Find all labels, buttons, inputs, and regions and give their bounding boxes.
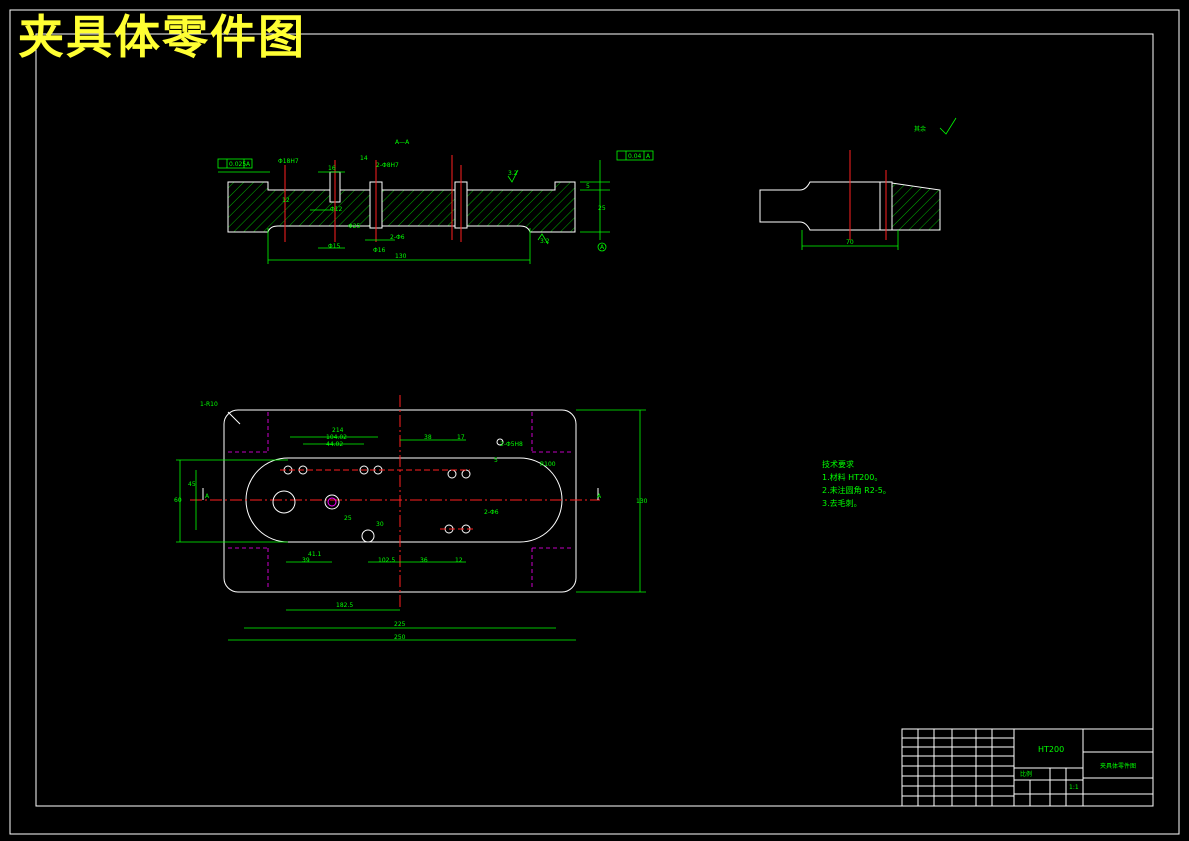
dim-104: 104.02 — [326, 434, 347, 441]
section-mark-left: A — [205, 493, 210, 500]
dim-roughness-side: 3.2 — [540, 238, 550, 245]
technical-notes: 技术要求 1.材料 HT200。 2.未注圆角 R2-5。 3.去毛刺。 — [822, 458, 891, 510]
title-block — [901, 728, 1154, 807]
section-label: A—A — [395, 139, 410, 146]
dim-17: 17 — [457, 434, 465, 441]
dim-width-14: 14 — [360, 155, 368, 162]
title-block-scale-label: 比例 — [1020, 770, 1032, 778]
dim-30: 30 — [376, 521, 384, 528]
dim-5: 5 — [586, 183, 590, 190]
note-item-1: 1.材料 HT200。 — [822, 473, 883, 482]
dim-dia-15: Φ15 — [328, 243, 341, 250]
dim-h26: 2-Φ6 — [484, 509, 499, 516]
tolerance-left-datum: A — [246, 161, 251, 168]
note-item-2: 2.未注圆角 R2-5。 — [822, 486, 891, 495]
section-mark-right: A — [597, 493, 602, 500]
datum-symbol: A — [600, 244, 605, 251]
dim-25: 25 — [344, 515, 352, 522]
title-block-part-name: 夹具体零件图 — [1100, 762, 1136, 770]
dim-r5: 5 — [494, 457, 498, 464]
note-item-3: 3.去毛刺。 — [822, 499, 862, 508]
inner-border — [35, 33, 1154, 807]
tolerance-right-datum: A — [646, 153, 651, 160]
dim-250: 250 — [394, 634, 406, 641]
dim-36: 36 — [420, 557, 428, 564]
dim-38: 38 — [424, 434, 432, 441]
dim-r100: R100 — [540, 461, 556, 468]
dim-39: 39 — [302, 557, 310, 564]
side-view — [759, 117, 957, 250]
dim-225: 225 — [394, 621, 406, 628]
corner-radius-label: 1-R10 — [200, 401, 218, 408]
dim-bore-12: Φ12 — [330, 206, 343, 213]
front-section-view — [217, 150, 654, 264]
notes-heading: 技术要求 — [822, 460, 854, 469]
dim-top-bore: Φ18H7 — [278, 158, 299, 165]
dim-60: 60 — [174, 497, 182, 504]
dim-130: 130 — [636, 498, 648, 505]
dim-dia-25: Φ25 — [348, 223, 361, 230]
dim-45: 45 — [188, 481, 196, 488]
dim-holes-4: 2-Φ5H8 — [500, 441, 523, 448]
dim-roughness-32: 3.2 — [508, 170, 518, 177]
dim-1825: 182.5 — [336, 602, 353, 609]
dim-holes-6: 2-Φ6 — [390, 234, 405, 241]
dim-holes-8: 2-Φ8H7 — [376, 162, 399, 169]
dim-214: 214 — [332, 427, 344, 434]
drawing-title: 夹具体零件图 — [18, 10, 306, 64]
dim-length-130: 130 — [395, 253, 407, 260]
title-block-sheet: 1:1 — [1069, 784, 1079, 791]
dim-12: 12 — [282, 197, 290, 204]
outer-border — [9, 9, 1180, 835]
dim-side-70: 70 — [846, 239, 854, 246]
dim-411: 41.1 — [308, 551, 322, 558]
dim-hole-depth: 16 — [328, 165, 336, 172]
roughness-note: 其余 — [914, 125, 926, 133]
tolerance-left-value: 0.025 — [229, 161, 246, 168]
top-view — [176, 395, 646, 641]
tolerance-right-value: 0.04 — [628, 153, 642, 160]
dim-1025: 102.5 — [378, 557, 395, 564]
dim-dia-16: Φ16 — [373, 247, 386, 254]
dim-12: 12 — [455, 557, 463, 564]
dim-25: 25 — [598, 205, 606, 212]
dim-442: 44.02 — [326, 441, 343, 448]
title-block-material: HT200 — [1038, 745, 1064, 754]
